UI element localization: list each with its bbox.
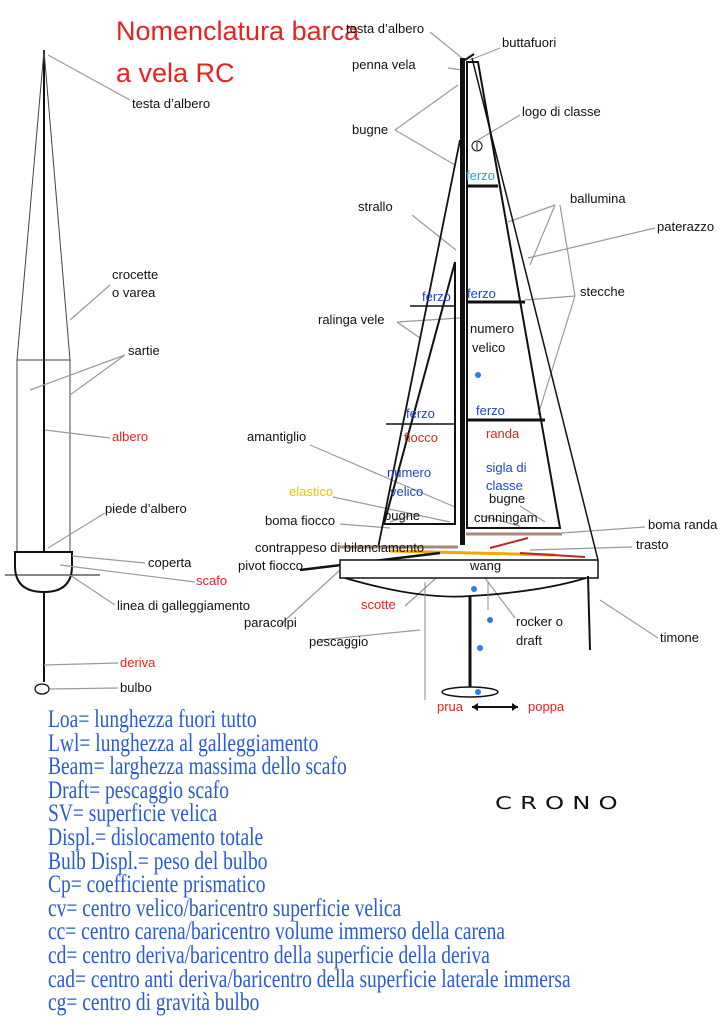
rudder bbox=[587, 575, 591, 651]
legend-item: cd= centro deriva/baricentro della super… bbox=[48, 941, 490, 969]
label-piede-albero: piede d’albero bbox=[105, 501, 187, 516]
crono-logo: CRONO bbox=[495, 793, 626, 814]
label-coperta: coperta bbox=[148, 555, 192, 570]
label-velico-main: velico bbox=[472, 340, 505, 355]
mast bbox=[460, 58, 465, 545]
side-view-boat bbox=[279, 31, 659, 711]
label-pescaggio: pescaggio bbox=[309, 634, 368, 649]
label-albero: albero bbox=[112, 429, 148, 444]
label-rocker: rocker o bbox=[516, 614, 563, 629]
label-ferzo-main-1: ferzo bbox=[467, 286, 496, 301]
front-view-boat bbox=[5, 49, 196, 695]
label-ferzo-jib-2: ferzo bbox=[406, 406, 435, 421]
label-boma-randa: boma randa bbox=[648, 517, 718, 532]
label-velico-jib: velico bbox=[390, 484, 423, 499]
label-draft: draft bbox=[516, 633, 542, 648]
title-line2: a vela RC bbox=[116, 58, 235, 88]
legend-item: cad= centro anti deriva/baricentro della… bbox=[48, 965, 571, 993]
label-ferzo-main-2: ferzo bbox=[476, 403, 505, 418]
title-line1: Nomenclatura barca bbox=[116, 16, 360, 46]
front-bulb bbox=[34, 683, 50, 695]
abbreviation-legend: Loa= lunghezza fuori tutto Lwl= lunghezz… bbox=[48, 706, 571, 1017]
label-crocette: crocette bbox=[112, 267, 158, 282]
legend-item: Draft= pescaggio scafo bbox=[48, 776, 230, 804]
legend-item: cv= centro velico/baricentro superficie … bbox=[48, 894, 402, 922]
cv-marker bbox=[475, 372, 481, 378]
label-testa-albero: testa d’albero bbox=[346, 21, 424, 36]
label-scotte: scotte bbox=[361, 597, 396, 612]
cc-marker bbox=[471, 586, 477, 592]
label-bugne-main: bugne bbox=[489, 491, 525, 506]
label-sigla: sigla di bbox=[486, 460, 527, 475]
legend-item: Cp= coefficiente prismatico bbox=[48, 871, 266, 899]
front-shroud-left bbox=[16, 49, 45, 361]
label-elastico: elastico bbox=[289, 484, 333, 499]
label-fiocco: fiocco bbox=[404, 430, 438, 445]
sheet-line-2 bbox=[489, 537, 529, 549]
label-varea: o varea bbox=[112, 285, 156, 300]
label-contrappeso: contrappeso di bilanciamento bbox=[255, 540, 424, 555]
label-logo-classe: logo di classe bbox=[522, 104, 601, 119]
legend-item: Beam= larghezza massima dello scafo bbox=[48, 753, 347, 781]
front-shroud-right bbox=[43, 49, 71, 361]
legend-item: cg= centro di gravità bulbo bbox=[48, 989, 260, 1017]
label-wang: wang bbox=[469, 558, 501, 573]
label-bulbo: bulbo bbox=[120, 680, 152, 695]
legend-item: Loa= lunghezza fuori tutto bbox=[48, 706, 257, 733]
label-classe: classe bbox=[486, 478, 523, 493]
forestay bbox=[377, 139, 461, 549]
front-hull bbox=[14, 551, 73, 594]
label-cunningam: cunningam bbox=[474, 510, 538, 525]
label-boma-fiocco: boma fiocco bbox=[265, 513, 335, 528]
label-randa: randa bbox=[486, 426, 520, 441]
label-buttafuori: buttafuori bbox=[502, 35, 556, 50]
label-numero-jib: numero bbox=[387, 465, 431, 480]
label-bugne-top: bugne bbox=[352, 122, 388, 137]
label-ballumina: ballumina bbox=[570, 191, 626, 206]
main-sail bbox=[466, 61, 562, 529]
label-sartie: sartie bbox=[128, 343, 160, 358]
label-paterazzo: paterazzo bbox=[657, 219, 714, 234]
hull-bottom bbox=[344, 577, 587, 598]
sheet-line bbox=[519, 552, 586, 558]
cg-marker bbox=[475, 689, 481, 695]
label-pivot-fiocco: pivot fiocco bbox=[238, 558, 303, 573]
buttafuori bbox=[464, 53, 475, 61]
bulb bbox=[441, 686, 499, 698]
cad-marker bbox=[477, 645, 483, 651]
label-ferzo-jib-1: ferzo bbox=[422, 289, 451, 304]
legend-item: cc= centro carena/baricentro volume imme… bbox=[48, 918, 506, 946]
label-testa-albero-left: testa d’albero bbox=[132, 96, 210, 111]
label-ferzo-top: ferzo bbox=[466, 168, 495, 183]
label-prua: prua bbox=[437, 699, 464, 714]
label-poppa: poppa bbox=[528, 699, 565, 714]
label-amantiglio: amantiglio bbox=[247, 429, 306, 444]
label-penna-vela: penna vela bbox=[352, 57, 416, 72]
cd-marker bbox=[487, 617, 493, 623]
label-deriva: deriva bbox=[120, 655, 156, 670]
label-trasto: trasto bbox=[636, 537, 669, 552]
label-scafo: scafo bbox=[196, 573, 227, 588]
label-stecche: stecche bbox=[580, 284, 625, 299]
jib-sail bbox=[382, 261, 456, 525]
legend-item: Lwl= lunghezza al galleggiamento bbox=[48, 729, 319, 757]
legend-item: SV= superficie velica bbox=[48, 800, 218, 828]
label-numero-main: numero bbox=[470, 321, 514, 336]
label-bugne-jib: bugne bbox=[384, 508, 420, 523]
label-linea-galleggiamento: linea di galleggiamento bbox=[117, 598, 250, 613]
hull-deck bbox=[339, 559, 599, 579]
legend-item: Displ.= dislocamento totale bbox=[48, 823, 264, 851]
label-paracolpi: paracolpi bbox=[244, 615, 297, 630]
legend-item: Bulb Displ.= peso del bulbo bbox=[48, 847, 268, 875]
label-timone: timone bbox=[660, 630, 699, 645]
label-strallo: strallo bbox=[358, 199, 393, 214]
class-logo bbox=[471, 140, 483, 152]
label-ralinga: ralinga vele bbox=[318, 312, 385, 327]
